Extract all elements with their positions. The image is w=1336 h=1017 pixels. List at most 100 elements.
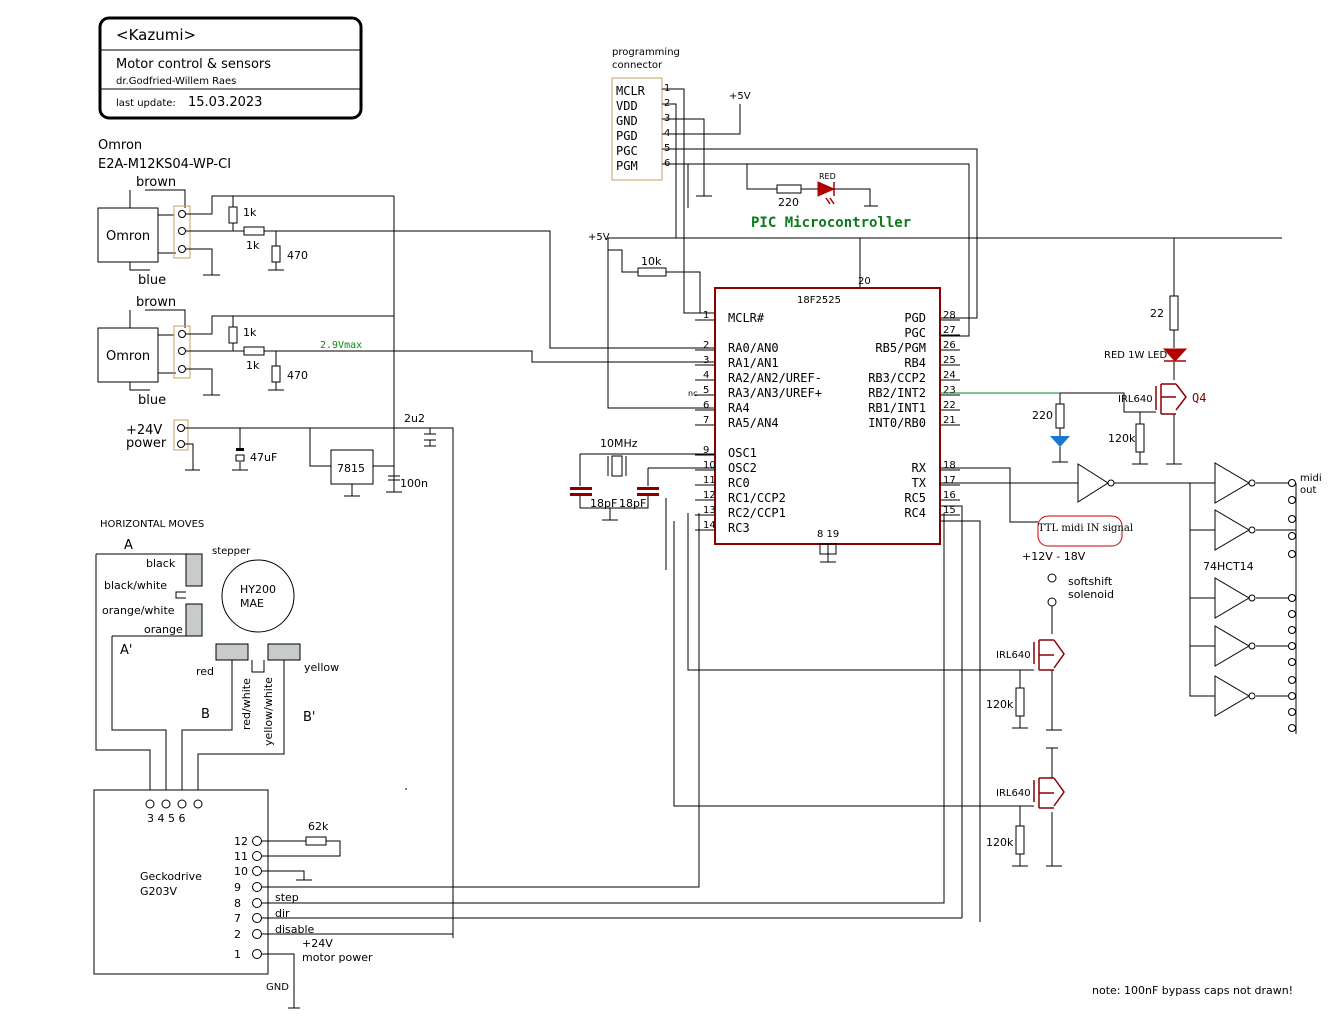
mcu-pin-number: 23 bbox=[943, 385, 956, 396]
mcu-pin-23: RB2/INT2 bbox=[868, 386, 926, 400]
sig-disable: disable bbox=[275, 923, 315, 936]
q4-type: IRL640 bbox=[1118, 394, 1153, 405]
c-18pf-1: 18pF bbox=[590, 497, 617, 510]
stepper-motor: HORIZONTAL MOVES A stepper HY200 MAE bla… bbox=[95, 519, 339, 800]
mcu-pin-12: RC1/CCP2 bbox=[728, 491, 786, 505]
midi-out-label-1: midi bbox=[1300, 473, 1322, 484]
solenoid-supply: +12V - 18V bbox=[1022, 550, 1086, 563]
ttl-midi-note: TTL midi IN signal bbox=[1038, 523, 1133, 534]
mcu-pin-number: 7 bbox=[703, 415, 709, 426]
inverter-gate bbox=[1214, 625, 1250, 667]
output-pin bbox=[1288, 550, 1296, 558]
output-pin bbox=[1288, 626, 1296, 634]
output-pin bbox=[1288, 658, 1296, 666]
wire-blue-label: blue bbox=[138, 273, 166, 288]
midi-out-label-2: out bbox=[1300, 485, 1316, 496]
wire-black: black bbox=[146, 557, 176, 570]
mcu-part: 18F2525 bbox=[797, 295, 841, 306]
led-1w-label: RED 1W LED bbox=[1104, 350, 1167, 361]
mcu-pin-11: RC0 bbox=[728, 476, 750, 490]
output-pin bbox=[1288, 610, 1296, 618]
r-10k: 10k bbox=[641, 255, 662, 268]
mcu-pin-number: 14 bbox=[703, 520, 716, 531]
gecko-pin-1: 1 bbox=[234, 948, 241, 961]
prog-pin-pgm: PGM bbox=[616, 159, 638, 173]
mcu-pin-15: RC4 bbox=[904, 506, 926, 520]
omron-sensors: Omron E2A-M12KS04-WP-CI brown Omron blue… bbox=[97, 138, 715, 490]
mcu-heading: PIC Microcontroller bbox=[751, 215, 911, 231]
mcu-pin-21: INT0/RB0 bbox=[868, 416, 926, 430]
r-led-220: 220 bbox=[778, 196, 799, 209]
solenoid-label-1: softshift bbox=[1068, 575, 1113, 588]
gecko-pin-12: 12 bbox=[234, 835, 248, 848]
wire-red-white: red/white bbox=[240, 678, 253, 730]
mcu-pin-number: 28 bbox=[943, 310, 956, 321]
gecko-pin-11: 11 bbox=[234, 850, 248, 863]
nc-label: nc bbox=[688, 389, 697, 398]
inverter-bubble bbox=[1248, 594, 1256, 602]
inverter-gate bbox=[1214, 577, 1250, 619]
mcu-pin-3: RA1/AN1 bbox=[728, 356, 779, 370]
r-22: 22 bbox=[1150, 307, 1164, 320]
ic-74hct14: 74HCT14 bbox=[1203, 560, 1254, 573]
gecko-pin-terminal bbox=[252, 898, 262, 908]
gecko-pin-2: 2 bbox=[234, 928, 241, 941]
mcu-pin-number: 10 bbox=[703, 460, 716, 471]
sensor-body-label: Omron bbox=[106, 349, 150, 364]
sensor-body-label: Omron bbox=[106, 229, 150, 244]
r-series-1: 1k bbox=[246, 239, 260, 252]
r-120k-sol1: 120k bbox=[986, 698, 1014, 711]
mcu-pin-9: OSC1 bbox=[728, 446, 757, 460]
output-pin bbox=[1288, 642, 1296, 650]
mcu-pin-number: 17 bbox=[943, 475, 956, 486]
gecko-pin-9: 9 bbox=[234, 881, 241, 894]
mcu-pin-5: RA3/AN3/UREF+ bbox=[728, 386, 822, 400]
wire-brown-label: brown bbox=[136, 175, 176, 190]
r-shunt-1: 470 bbox=[287, 249, 308, 262]
mcu-pin-13: RC2/CCP1 bbox=[728, 506, 786, 520]
midi-section: TTL midi IN signal 74HCT14 midi out bbox=[940, 462, 1322, 734]
q4-ref: Q4 bbox=[1192, 391, 1206, 405]
r-pullup-1: 1k bbox=[243, 206, 257, 219]
title-block: <Kazumi> Motor control & sensors dr.Godf… bbox=[98, 16, 363, 120]
mcu-pin-number: 1 bbox=[703, 310, 709, 321]
mcu-pin-18: RX bbox=[912, 461, 927, 475]
mcu-pin-number: 9 bbox=[703, 445, 709, 456]
subtitle: Motor control & sensors bbox=[116, 57, 271, 72]
prog-title-2: connector bbox=[612, 60, 663, 71]
omron-sensor-2: brown Omron blue 1k 1k 470 2.9Vmax bbox=[97, 295, 715, 408]
mcu-pin-number: 22 bbox=[943, 400, 956, 411]
power-label: power bbox=[126, 436, 167, 451]
gecko-pin-terminal bbox=[252, 929, 262, 939]
prog-vcc: +5V bbox=[729, 91, 751, 102]
gecko-pin-terminal bbox=[252, 866, 262, 876]
inverter-bubble bbox=[1248, 479, 1256, 487]
mcu-pin-25: RB4 bbox=[904, 356, 926, 370]
gecko-name-1: Geckodrive bbox=[140, 870, 202, 883]
r-pullup-2: 1k bbox=[243, 326, 257, 339]
inverter-bubble bbox=[1248, 526, 1256, 534]
inverter-gate bbox=[1214, 675, 1250, 717]
led-stage: 22 RED 1W LED IRL640 Q4 220 120k bbox=[940, 238, 1206, 465]
output-pin bbox=[1288, 532, 1296, 540]
mcu-pin-number: 4 bbox=[703, 370, 709, 381]
wire-yellow: yellow bbox=[304, 661, 339, 674]
coil-a: A bbox=[124, 538, 133, 553]
sig-dir: dir bbox=[275, 907, 290, 920]
mcu-pin-number: 26 bbox=[943, 340, 956, 351]
mcu-pin-28: PGD bbox=[904, 311, 926, 325]
mcu-pin-10: OSC2 bbox=[728, 461, 757, 475]
gecko-pin-10: 10 bbox=[234, 865, 248, 878]
fet-solenoid-2: IRL640 bbox=[996, 788, 1031, 799]
mcu-18f2525: +5V 10k 20 18F2525 MCLR#1RA0/AN02RA1/AN1… bbox=[588, 232, 1282, 563]
gecko-name-2: G203V bbox=[140, 885, 178, 898]
mcu-pin-number: 6 bbox=[703, 400, 709, 411]
gecko-top-pins: 3 4 5 6 bbox=[147, 812, 185, 825]
mcu-pin-27: PGC bbox=[904, 326, 926, 340]
fet-solenoid-1: IRL640 bbox=[996, 650, 1031, 661]
coil-a-prime: A' bbox=[120, 643, 132, 658]
author: dr.Godfried-Willem Raes bbox=[116, 76, 236, 87]
crystal-freq: 10MHz bbox=[600, 437, 638, 450]
